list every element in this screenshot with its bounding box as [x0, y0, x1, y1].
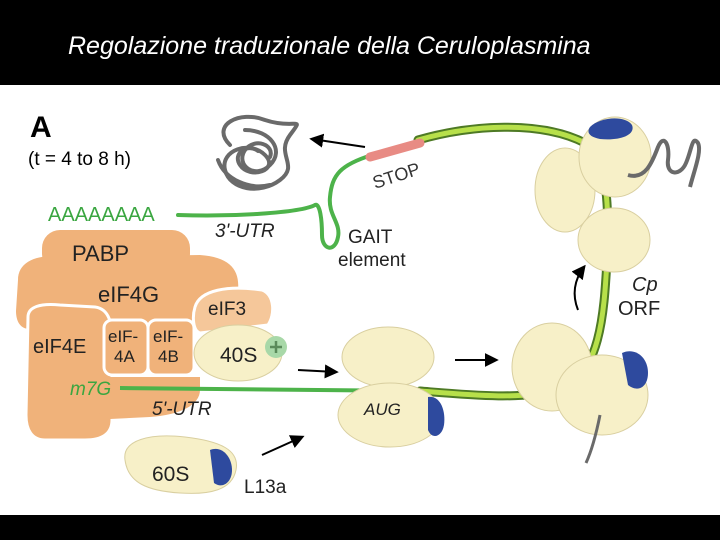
pabp-label: PABP — [72, 241, 129, 266]
eif4b-label-line1: eIF- — [153, 327, 183, 346]
gait-element-label: element — [338, 250, 406, 271]
plus-icon — [270, 341, 282, 353]
time-label: (t = 4 to 8 h) — [28, 149, 131, 170]
cp-label: Cp — [632, 274, 658, 296]
eif4b-label-line2: 4B — [158, 347, 179, 366]
eif4b-shape — [146, 318, 196, 377]
stop-codon — [365, 138, 425, 162]
eif4g-label: eIF4G — [98, 282, 159, 307]
ribosome-aug — [337, 326, 445, 448]
aug-label: AUG — [363, 400, 401, 419]
utr3-label: 3'-UTR — [215, 221, 275, 242]
nascent-peptide-lower — [584, 414, 602, 464]
eif4e-label: eIF4E — [33, 336, 86, 358]
eif4a-label-line1: eIF- — [108, 327, 138, 346]
eif4a-label-line2: 4A — [114, 347, 135, 366]
utr5-label: 5'-UTR — [152, 399, 212, 420]
slide-title: Regolazione traduzionale della Cerulopla… — [68, 32, 591, 60]
release-arrow-icon — [309, 133, 366, 148]
joining-arrow-icon — [261, 435, 305, 456]
ribosome-upper — [534, 116, 701, 273]
eif3-label: eIF3 — [208, 299, 246, 320]
60s-subunit — [124, 435, 237, 494]
tangled-protein-icon — [216, 114, 299, 191]
scan-arrow-icon — [297, 364, 339, 379]
mrna-3prime — [176, 153, 374, 250]
title-bar: Regolazione traduzionale della Cerulopla… — [0, 0, 720, 85]
60s-label: 60S — [152, 463, 189, 486]
l13a-60s-icon — [210, 448, 232, 486]
stop-label: STOP — [370, 159, 422, 193]
polya-label: AAAAAAAA — [48, 204, 155, 226]
l13a-icon — [428, 396, 445, 437]
bottom-bar — [0, 515, 720, 540]
l13a-upper-icon — [588, 118, 633, 140]
ribosome-lower — [511, 322, 649, 464]
gait-label: GAIT — [348, 227, 393, 248]
orf-label: ORF — [618, 298, 660, 320]
40s-label: 40S — [220, 344, 257, 367]
l13a-lower-icon — [622, 351, 648, 389]
l13a-label: L13a — [244, 477, 287, 498]
translation-diagram: A (t = 4 to 8 h) STOP AAAAAAAA 3'-UTR GA… — [16, 111, 701, 498]
panel-label: A — [30, 111, 52, 144]
m7g-label: m7G — [70, 379, 111, 400]
eif4e-shape — [24, 303, 114, 442]
diagram-panel: A (t = 4 to 8 h) STOP AAAAAAAA 3'-UTR GA… — [0, 85, 720, 515]
translation-direction-arrow-icon — [571, 264, 586, 311]
nascent-peptide-upper — [627, 138, 701, 188]
